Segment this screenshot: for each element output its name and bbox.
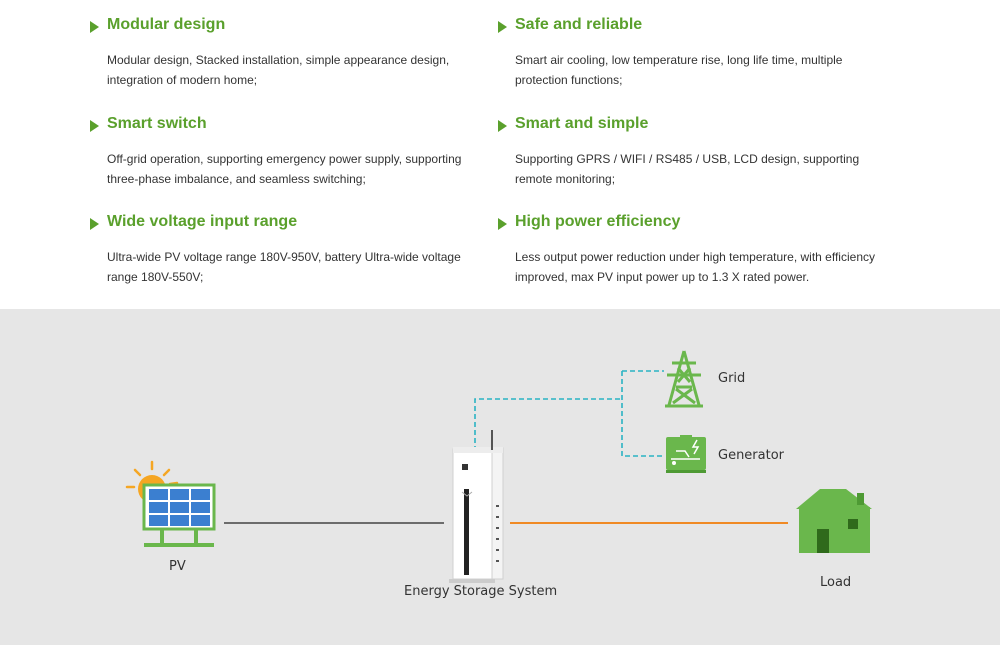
feature-description: Ultra-wide PV voltage range 180V-950V, b…	[107, 250, 461, 284]
feature-title: Wide voltage input range	[107, 213, 298, 230]
generator-icon	[666, 435, 706, 473]
bullet-arrow-icon	[498, 218, 507, 230]
feature-title: Smart switch	[107, 115, 207, 132]
feature-safe-reliable: Safe and reliable Smart air cooling, low…	[498, 16, 878, 87]
feature-title: Smart and simple	[515, 115, 649, 132]
diagram-canvas	[125, 350, 872, 583]
bullet-arrow-icon	[90, 218, 99, 230]
house-icon	[796, 489, 872, 553]
feature-modular-design: Modular design Modular design, Stacked i…	[90, 16, 470, 87]
feature-description: Less output power reduction under high t…	[515, 250, 875, 284]
feature-high-efficiency: High power efficiency Less output power …	[498, 213, 878, 284]
battery-cabinet-icon	[449, 430, 504, 583]
generator-label: Generator	[718, 448, 785, 463]
feature-title: Safe and reliable	[515, 16, 643, 33]
feature-title: High power efficiency	[515, 213, 681, 230]
feature-title: Modular design	[107, 16, 226, 33]
feature-smart-switch: Smart switch Off-grid operation, support…	[90, 115, 470, 186]
bullet-arrow-icon	[90, 21, 99, 33]
energy-storage-label: Energy Storage System	[404, 584, 558, 599]
load-label: Load	[820, 575, 852, 590]
bullet-arrow-icon	[498, 120, 507, 132]
feature-description: Modular design, Stacked installation, si…	[107, 53, 450, 87]
transmission-tower-icon	[665, 350, 703, 408]
grid-connection-line	[474, 370, 664, 459]
feature-description: Supporting GPRS / WIFI / RS485 / USB, LC…	[515, 152, 860, 186]
feature-description: Smart air cooling, low temperature rise,…	[515, 53, 843, 87]
bullet-arrow-icon	[90, 120, 99, 132]
bullet-arrow-icon	[498, 21, 507, 33]
feature-wide-voltage: Wide voltage input range Ultra-wide PV v…	[90, 213, 470, 284]
feature-description: Off-grid operation, supporting emergency…	[107, 152, 462, 186]
feature-smart-simple: Smart and simple Supporting GPRS / WIFI …	[498, 115, 878, 186]
solar-panel-icon	[142, 483, 216, 547]
pv-label: PV	[169, 559, 186, 574]
grid-label: Grid	[718, 371, 746, 386]
system-diagram: PV Energy Storage System Grid Generator …	[0, 309, 1000, 645]
